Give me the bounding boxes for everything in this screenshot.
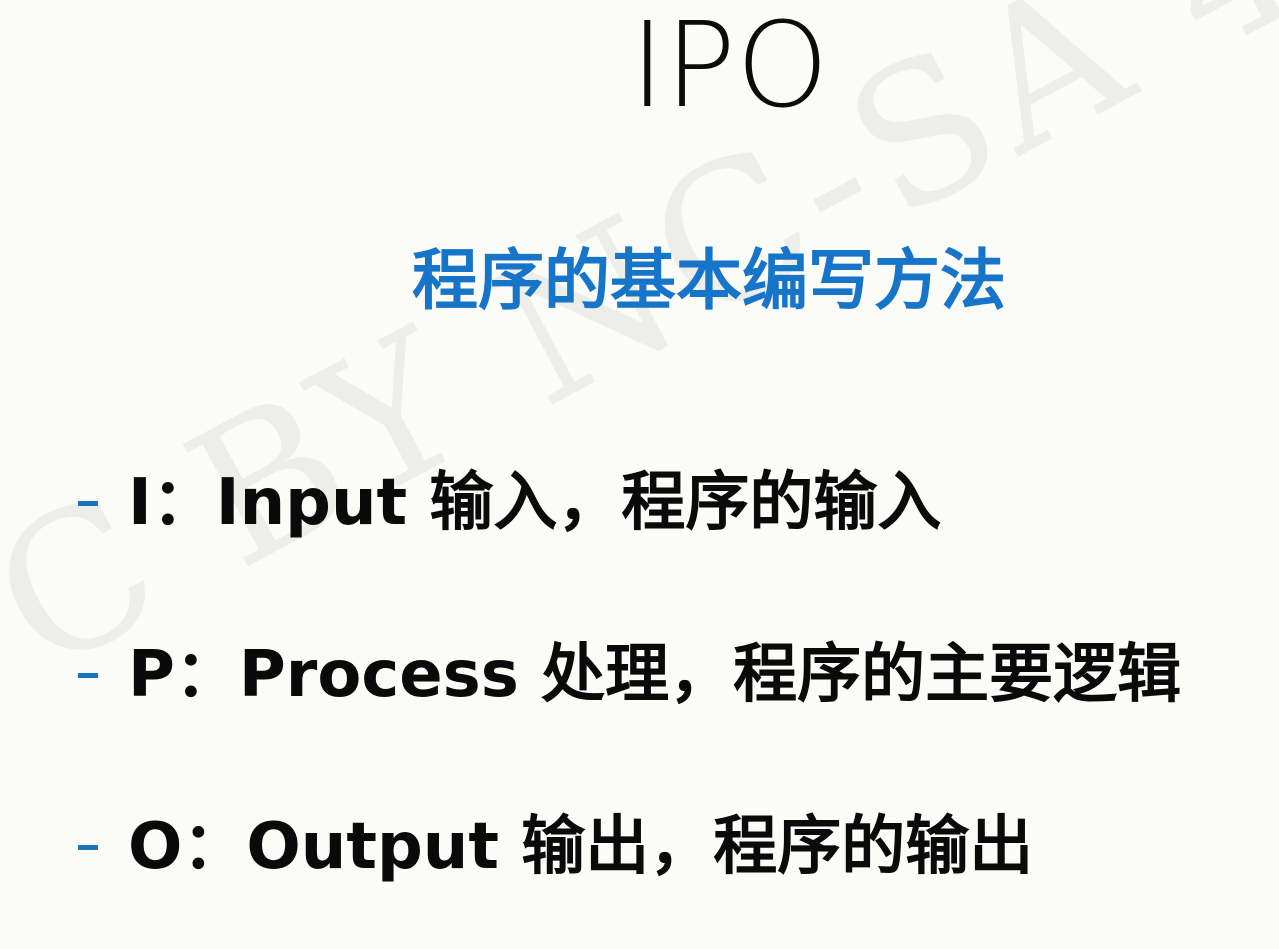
slide-title: IPO <box>630 0 829 134</box>
slide-subtitle: 程序的基本编写方法 <box>412 242 1006 319</box>
bullet-text-input: I：Input 输入，程序的输入 <box>128 466 942 540</box>
bullet-item-output: O：Output 输出，程序的输出 <box>78 808 1033 886</box>
bullet-dash-icon <box>78 500 98 506</box>
bullet-item-input: I：Input 输入，程序的输入 <box>78 464 941 542</box>
bullet-text-process: P：Process 处理，程序的主要逻辑 <box>128 638 1182 712</box>
bullet-item-process: P：Process 处理，程序的主要逻辑 <box>78 636 1181 714</box>
bullet-dash-icon <box>78 672 98 678</box>
bullet-dash-icon <box>78 844 98 850</box>
bullet-text-output: O：Output 输出，程序的输出 <box>128 810 1034 884</box>
